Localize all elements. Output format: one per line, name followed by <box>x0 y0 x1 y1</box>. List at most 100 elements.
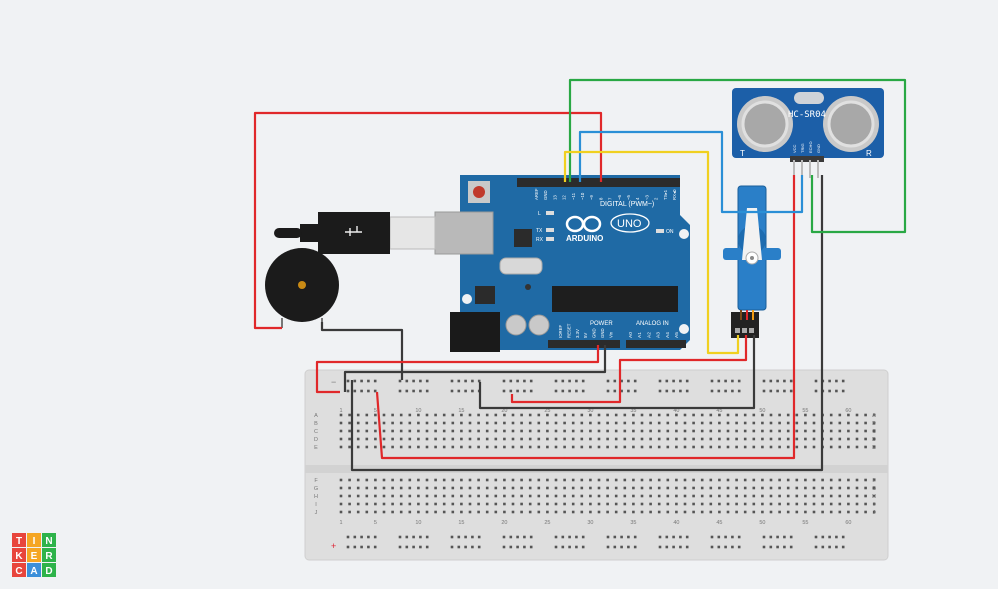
rail-hole[interactable] <box>367 535 370 539</box>
breadboard-hole[interactable] <box>339 486 343 490</box>
breadboard-hole[interactable] <box>339 494 343 498</box>
breadboard-hole[interactable] <box>812 494 816 498</box>
rail-hole[interactable] <box>477 535 481 539</box>
breadboard-hole[interactable] <box>442 445 446 449</box>
breadboard-hole[interactable] <box>692 486 695 490</box>
breadboard-hole[interactable] <box>460 478 463 482</box>
breadboard-hole[interactable] <box>356 421 360 425</box>
breadboard-hole[interactable] <box>399 510 403 514</box>
breadboard-hole[interactable] <box>675 478 678 482</box>
breadboard-hole[interactable] <box>632 437 635 441</box>
breadboard-hole[interactable] <box>769 413 773 417</box>
breadboard-hole[interactable] <box>571 429 575 433</box>
breadboard-hole[interactable] <box>494 486 498 490</box>
breadboard-hole[interactable] <box>468 429 472 433</box>
breadboard-hole[interactable] <box>726 478 730 482</box>
rail-hole[interactable] <box>776 389 779 393</box>
rail-hole[interactable] <box>665 389 669 393</box>
breadboard-hole[interactable] <box>761 413 764 417</box>
breadboard-hole[interactable] <box>804 510 807 514</box>
breadboard-hole[interactable] <box>537 494 541 498</box>
rail-hole[interactable] <box>561 545 565 549</box>
breadboard-hole[interactable] <box>554 413 558 417</box>
breadboard-hole[interactable] <box>847 510 850 514</box>
breadboard-hole[interactable] <box>468 421 472 425</box>
rail-hole[interactable] <box>724 545 727 549</box>
breadboard-hole[interactable] <box>477 445 480 449</box>
rail-hole[interactable] <box>841 535 845 539</box>
breadboard-hole[interactable] <box>571 486 575 490</box>
breadboard-hole[interactable] <box>580 502 584 506</box>
breadboard-hole[interactable] <box>829 502 833 506</box>
rail-hole[interactable] <box>373 535 377 539</box>
breadboard-hole[interactable] <box>821 494 824 498</box>
breadboard-hole[interactable] <box>675 437 678 441</box>
breadboard-hole[interactable] <box>348 478 351 482</box>
rail-hole[interactable] <box>620 379 623 383</box>
breadboard-hole[interactable] <box>494 437 498 441</box>
breadboard-hole[interactable] <box>761 445 764 449</box>
breadboard-hole[interactable] <box>460 429 463 433</box>
rail-hole[interactable] <box>529 535 533 539</box>
breadboard-hole[interactable] <box>339 421 343 425</box>
rail-hole[interactable] <box>502 379 506 383</box>
breadboard-hole[interactable] <box>838 437 842 441</box>
breadboard-hole[interactable] <box>537 502 541 506</box>
rail-hole[interactable] <box>835 379 838 383</box>
breadboard-hole[interactable] <box>425 510 429 514</box>
breadboard-hole[interactable] <box>786 445 790 449</box>
breadboard-hole[interactable] <box>580 486 584 490</box>
rail-hole[interactable] <box>581 389 585 393</box>
breadboard-hole[interactable] <box>485 421 489 425</box>
breadboard-hole[interactable] <box>735 445 738 449</box>
breadboard-hole[interactable] <box>356 502 360 506</box>
breadboard-hole[interactable] <box>408 413 412 417</box>
breadboard-hole[interactable] <box>700 478 704 482</box>
breadboard-hole[interactable] <box>666 502 670 506</box>
breadboard-hole[interactable] <box>425 445 429 449</box>
breadboard-hole[interactable] <box>683 494 687 498</box>
breadboard-hole[interactable] <box>709 437 713 441</box>
breadboard-hole[interactable] <box>735 478 738 482</box>
breadboard-hole[interactable] <box>356 486 360 490</box>
breadboard-hole[interactable] <box>709 486 713 490</box>
breadboard-hole[interactable] <box>614 413 618 417</box>
breadboard-hole[interactable] <box>434 494 437 498</box>
rail-hole[interactable] <box>769 535 773 539</box>
rail-hole[interactable] <box>346 545 350 549</box>
breadboard-hole[interactable] <box>623 494 627 498</box>
breadboard-hole[interactable] <box>632 494 635 498</box>
breadboard-hole[interactable] <box>872 510 876 514</box>
breadboard-hole[interactable] <box>382 445 386 449</box>
breadboard-hole[interactable] <box>468 445 472 449</box>
rail-hole[interactable] <box>353 535 357 539</box>
breadboard-hole[interactable] <box>520 486 523 490</box>
breadboard-hole[interactable] <box>589 510 592 514</box>
rail-hole[interactable] <box>606 389 610 393</box>
breadboard-hole[interactable] <box>829 494 833 498</box>
breadboard-hole[interactable] <box>675 486 678 490</box>
breadboard-hole[interactable] <box>528 413 532 417</box>
breadboard-hole[interactable] <box>399 445 403 449</box>
breadboard-hole[interactable] <box>589 494 592 498</box>
breadboard-hole[interactable] <box>864 445 867 449</box>
rail-hole[interactable] <box>464 379 467 383</box>
breadboard-hole[interactable] <box>348 413 351 417</box>
breadboard-hole[interactable] <box>795 445 799 449</box>
breadboard-hole[interactable] <box>580 478 584 482</box>
rail-hole[interactable] <box>613 389 617 393</box>
breadboard-hole[interactable] <box>864 486 867 490</box>
rail-hole[interactable] <box>477 379 481 383</box>
breadboard-hole[interactable] <box>769 445 773 449</box>
breadboard-hole[interactable] <box>408 502 412 506</box>
breadboard-hole[interactable] <box>632 486 635 490</box>
breadboard-hole[interactable] <box>709 510 713 514</box>
breadboard-hole[interactable] <box>503 413 506 417</box>
breadboard-hole[interactable] <box>726 494 730 498</box>
breadboard-hole[interactable] <box>589 429 592 433</box>
rail-hole[interactable] <box>724 379 727 383</box>
rail-hole[interactable] <box>471 535 474 539</box>
rail-hole[interactable] <box>412 379 415 383</box>
breadboard-hole[interactable] <box>795 502 799 506</box>
rail-hole[interactable] <box>737 545 741 549</box>
